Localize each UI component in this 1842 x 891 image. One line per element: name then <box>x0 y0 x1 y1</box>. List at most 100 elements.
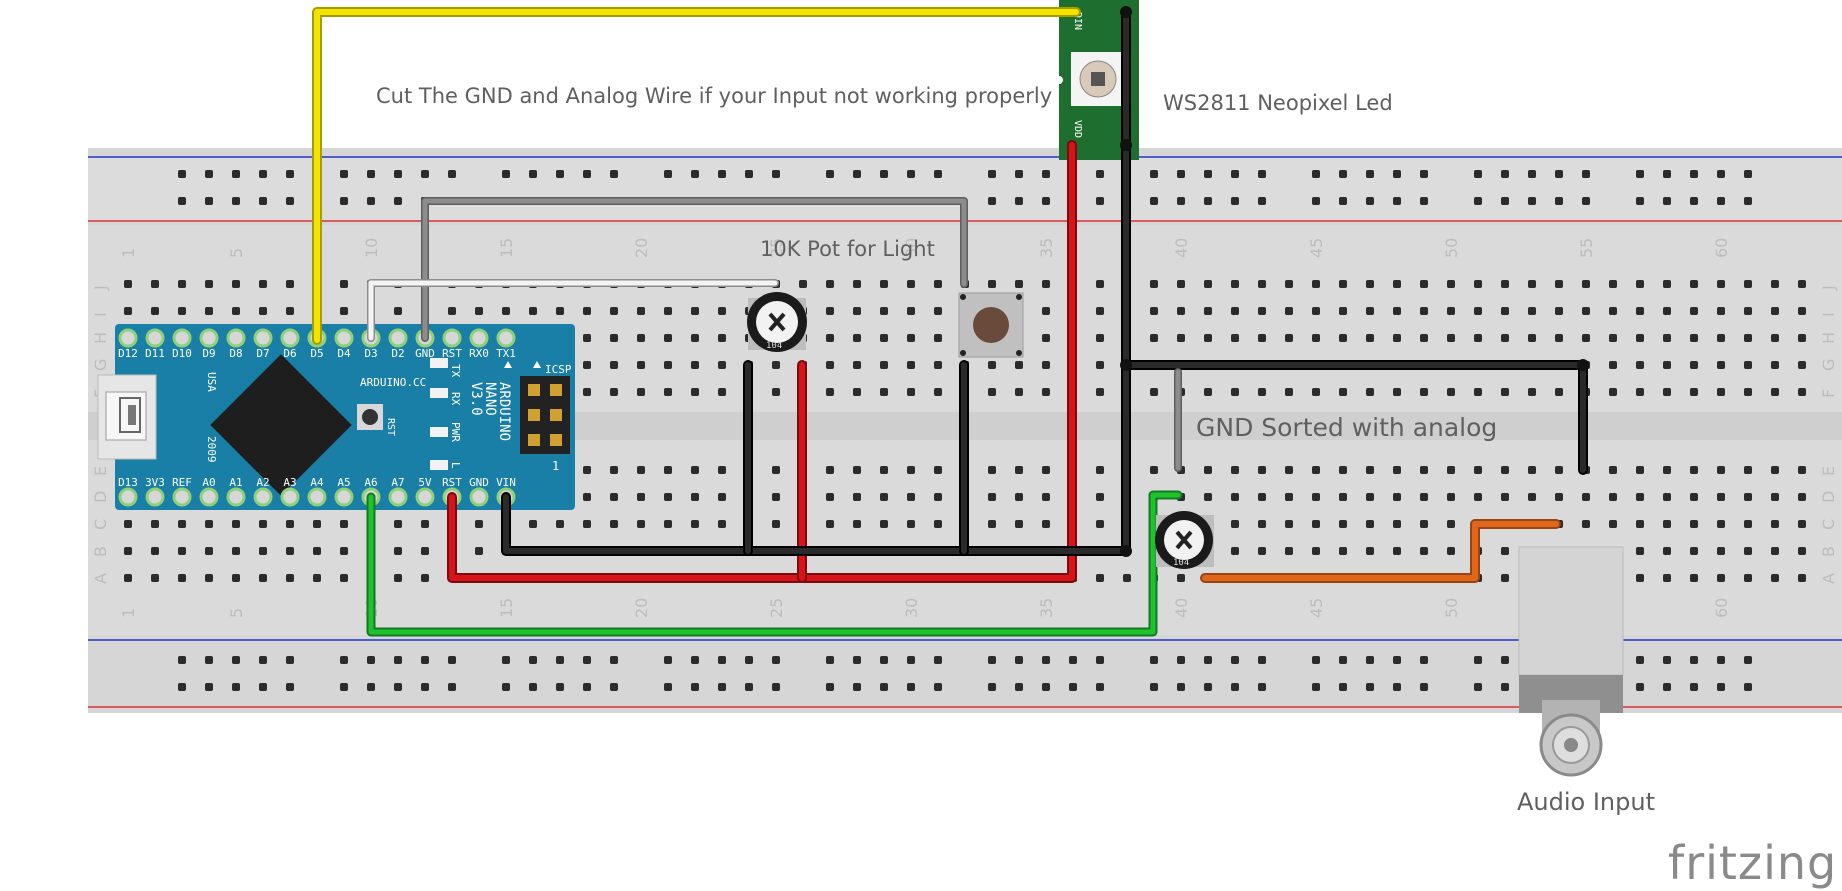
arduino-pin-pad[interactable] <box>145 328 165 348</box>
breadboard-hole <box>394 547 402 555</box>
wire-green[interactable] <box>366 490 1183 637</box>
breadboard-hole <box>1231 307 1239 315</box>
arduino-pin-pad[interactable] <box>253 328 273 348</box>
arduino-nano[interactable]: ARDUINO.CC USA 2009 RST ICSP 1 TX RX PWR… <box>97 324 575 510</box>
icsp-header <box>504 361 570 454</box>
arduino-pin-label: A3 <box>283 476 296 489</box>
breadboard-hole <box>718 361 726 369</box>
pot-marking: 104 <box>766 341 782 351</box>
rail-hole <box>1339 683 1347 691</box>
breadboard-hole <box>1609 388 1617 396</box>
breadboard-hole <box>772 520 780 528</box>
rail-hole <box>205 170 213 178</box>
rail-hole <box>1177 656 1185 664</box>
column-number: 5 <box>227 608 246 618</box>
audio-jack-icon[interactable] <box>1518 546 1624 777</box>
arduino-pin-pad[interactable] <box>226 487 246 507</box>
breadboard-hole <box>934 280 942 288</box>
breadboard-hole <box>1042 388 1050 396</box>
breadboard-hole <box>1177 280 1185 288</box>
push-button-icon[interactable] <box>958 292 1024 358</box>
arduino-pin-label: D7 <box>256 347 269 360</box>
arduino-board-name-3: V3.0 <box>468 382 484 416</box>
breadboard-hole <box>988 466 996 474</box>
arduino-pin-pad[interactable] <box>307 487 327 507</box>
arduino-pin-pad[interactable] <box>280 487 300 507</box>
arduino-pin-pad[interactable] <box>415 487 435 507</box>
rail-hole <box>1690 197 1698 205</box>
rail-hole <box>1312 656 1320 664</box>
breadboard-hole <box>907 280 915 288</box>
breadboard-hole <box>1042 520 1050 528</box>
arduino-pin-pad[interactable] <box>118 487 138 507</box>
breadboard-hole <box>1258 547 1266 555</box>
arduino-pin-pad[interactable] <box>199 328 219 348</box>
breadboard-hole <box>1285 388 1293 396</box>
breadboard-hole <box>1744 280 1752 288</box>
breadboard-hole <box>1096 493 1104 501</box>
arduino-pin-label: D12 <box>118 347 138 360</box>
breadboard-hole <box>1636 520 1644 528</box>
rail-hole <box>610 683 618 691</box>
breadboard-hole <box>880 280 888 288</box>
wire-red[interactable] <box>447 140 1077 583</box>
breadboard-hole <box>1393 280 1401 288</box>
arduino-pin-pad[interactable] <box>496 328 516 348</box>
wire-orange[interactable] <box>1200 519 1561 583</box>
breadboard-hole <box>853 307 861 315</box>
arduino-pin-pad[interactable] <box>469 487 489 507</box>
rail-hole <box>1069 656 1077 664</box>
arduino-pin-pad[interactable] <box>253 487 273 507</box>
arduino-pin-pad[interactable] <box>388 487 408 507</box>
breadboard-hole <box>1312 307 1320 315</box>
breadboard-hole <box>178 520 186 528</box>
arduino-pin-pad[interactable] <box>118 328 138 348</box>
arduino-cc-text: ARDUINO.CC <box>360 376 426 389</box>
breadboard-hole <box>1420 280 1428 288</box>
rail-hole <box>1690 683 1698 691</box>
potentiometer-light[interactable]: 104 <box>747 292 807 352</box>
arduino-pin-pad[interactable] <box>442 328 462 348</box>
arduino-pin-pad[interactable] <box>280 328 300 348</box>
breadboard-hole <box>340 520 348 528</box>
breadboard-hole <box>907 307 915 315</box>
wire-yellow[interactable] <box>312 7 1081 345</box>
rail-hole <box>367 170 375 178</box>
arduino-pin-pad[interactable] <box>226 328 246 348</box>
arduino-pin-pad[interactable] <box>334 487 354 507</box>
led-din-label: DIN <box>1072 12 1083 30</box>
breadboard-hole <box>1204 466 1212 474</box>
arduino-pin-pad[interactable] <box>334 328 354 348</box>
potentiometer-audio[interactable]: 104 <box>1155 511 1214 569</box>
arduino-pin-label: A4 <box>310 476 324 489</box>
arduino-pin-label: D8 <box>229 347 242 360</box>
breadboard-hole <box>1447 493 1455 501</box>
rail-hole <box>583 656 591 664</box>
breadboard-hole <box>1798 388 1806 396</box>
arduino-pin-pad[interactable] <box>469 328 489 348</box>
breadboard-hole <box>205 307 213 315</box>
arduino-pin-pad[interactable] <box>172 328 192 348</box>
breadboard-hole <box>1501 280 1509 288</box>
arduino-pin-pad[interactable] <box>145 487 165 507</box>
breadboard-hole <box>205 280 213 288</box>
arduino-pin-pad[interactable] <box>199 487 219 507</box>
rail-hole <box>259 197 267 205</box>
breadboard-hole <box>1798 361 1806 369</box>
arduino-pin-pad[interactable] <box>172 487 192 507</box>
breadboard-hole <box>907 388 915 396</box>
wire-white[interactable] <box>367 279 779 342</box>
column-number: 20 <box>632 238 651 258</box>
reset-button-icon[interactable] <box>362 409 378 425</box>
breadboard-hole <box>1636 493 1644 501</box>
rail-hole <box>1150 170 1158 178</box>
breadboard-hole <box>1096 361 1104 369</box>
breadboard-hole <box>1636 574 1644 582</box>
wire-gray[interactable] <box>421 197 968 342</box>
rail-hole <box>1663 656 1671 664</box>
rail-hole <box>1717 683 1725 691</box>
arduino-pin-pad[interactable] <box>388 328 408 348</box>
rail-hole <box>1555 197 1563 205</box>
